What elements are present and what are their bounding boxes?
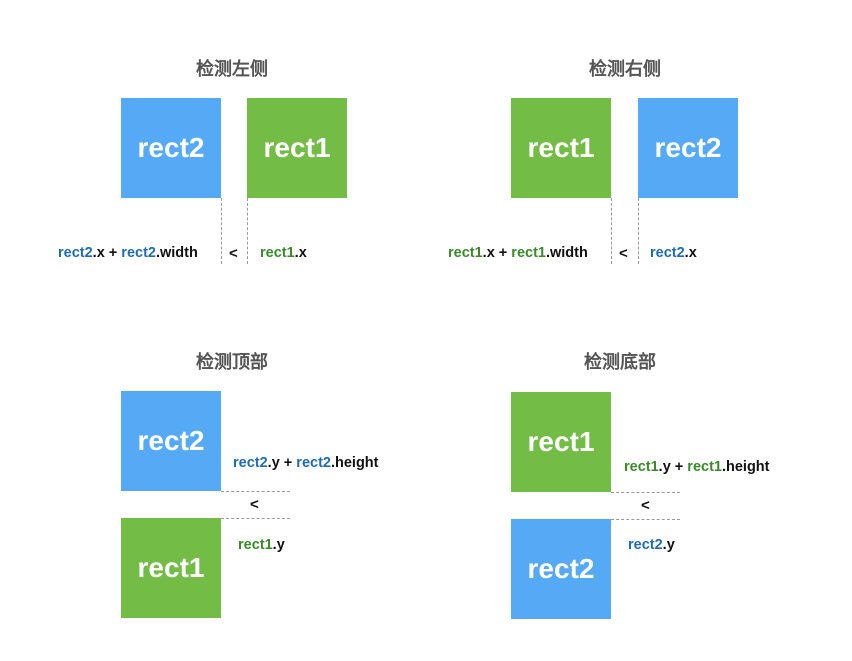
- rhs-prop: .x: [294, 245, 307, 261]
- rhs-prop: .y: [272, 537, 285, 553]
- rect1-right-edge-guide: [611, 198, 612, 264]
- lhs-rect-name-2: rect2: [296, 455, 331, 471]
- rect1-box: rect1: [121, 518, 221, 618]
- panel-left-title: 检测左侧: [196, 59, 268, 79]
- rect2-box: rect2: [511, 519, 611, 619]
- lhs-rect-name: rect2: [233, 455, 268, 471]
- rhs-rect-name: rect1: [238, 537, 273, 553]
- right-check-rhs-expression: rect2.x: [650, 245, 697, 261]
- lhs-rect-name-2: rect1: [511, 245, 546, 261]
- rect2-bottom-edge-guide: [221, 491, 290, 492]
- lhs-prop-2: .width: [545, 245, 588, 261]
- rect1-left-edge-guide: [247, 198, 248, 264]
- less-than-operator: <: [619, 245, 628, 262]
- panel-bottom-title: 检测底部: [584, 352, 656, 372]
- rect1-top-edge-guide: [221, 518, 290, 519]
- lhs-prop: .y +: [267, 455, 297, 471]
- rect1-bottom-edge-guide: [611, 492, 680, 493]
- rhs-rect-name: rect1: [260, 245, 295, 261]
- rhs-rect-name: rect2: [628, 537, 663, 553]
- rhs-rect-name: rect2: [650, 245, 685, 261]
- lhs-prop-2: .height: [721, 459, 770, 475]
- rhs-prop: .x: [684, 245, 697, 261]
- lhs-rect-name: rect1: [624, 459, 659, 475]
- less-than-operator: <: [641, 497, 650, 514]
- rect2-box: rect2: [638, 98, 738, 198]
- lhs-rect-name: rect1: [448, 245, 483, 261]
- rect1-box: rect1: [511, 98, 611, 198]
- bottom-check-rhs-expression: rect2.y: [628, 537, 675, 553]
- lhs-prop: .x +: [482, 245, 512, 261]
- top-check-rhs-expression: rect1.y: [238, 537, 285, 553]
- lhs-prop-2: .height: [330, 455, 379, 471]
- left-check-rhs-expression: rect1.x: [260, 245, 307, 261]
- rect2-left-edge-guide: [638, 198, 639, 264]
- lhs-rect-name-2: rect2: [121, 245, 156, 261]
- top-check-lhs-expression: rect2.y + rect2.height: [233, 455, 379, 471]
- panel-top-title: 检测顶部: [196, 352, 268, 372]
- right-check-lhs-expression: rect1.x + rect1.width: [448, 245, 588, 261]
- bottom-check-lhs-expression: rect1.y + rect1.height: [624, 459, 770, 475]
- panel-right-title: 检测右侧: [589, 59, 661, 79]
- lhs-prop-2: .width: [155, 245, 198, 261]
- lhs-rect-name: rect2: [58, 245, 93, 261]
- rect1-box: rect1: [511, 392, 611, 492]
- rect2-box: rect2: [121, 98, 221, 198]
- lhs-prop: .y +: [658, 459, 688, 475]
- lhs-rect-name-2: rect1: [687, 459, 722, 475]
- rect1-box: rect1: [247, 98, 347, 198]
- rect2-box: rect2: [121, 391, 221, 491]
- lhs-prop: .x +: [92, 245, 122, 261]
- less-than-operator: <: [229, 245, 238, 262]
- rhs-prop: .y: [662, 537, 675, 553]
- rect2-top-edge-guide: [611, 519, 680, 520]
- left-check-lhs-expression: rect2.x + rect2.width: [58, 245, 198, 261]
- less-than-operator: <: [250, 496, 259, 513]
- rect2-right-edge-guide: [221, 198, 222, 264]
